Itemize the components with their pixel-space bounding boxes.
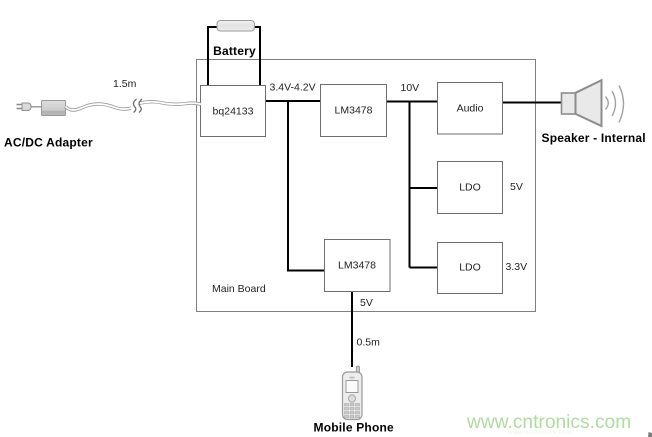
svg-text:10V: 10V: [401, 82, 420, 94]
svg-text:5V: 5V: [510, 181, 523, 193]
svg-text:bq24133: bq24133: [213, 106, 254, 118]
svg-text:LDO: LDO: [459, 262, 481, 274]
svg-text:Mobile Phone: Mobile Phone: [314, 421, 395, 435]
svg-text:www.cntronics.com: www.cntronics.com: [507, 429, 572, 436]
svg-text:0.5m: 0.5m: [357, 337, 381, 349]
svg-text:Audio: Audio: [457, 103, 484, 115]
svg-text:5V: 5V: [360, 297, 373, 309]
svg-text:www.cntronics.com: www.cntronics.com: [466, 412, 631, 433]
svg-text:LDO: LDO: [459, 182, 481, 194]
svg-text:LM3478: LM3478: [335, 105, 373, 117]
svg-text:Main Board: Main Board: [212, 283, 266, 295]
svg-text:1.5m: 1.5m: [113, 78, 137, 90]
svg-text:3.4V-4.2V: 3.4V-4.2V: [270, 82, 316, 94]
svg-text:Battery: Battery: [213, 44, 256, 58]
svg-text:LM3478: LM3478: [338, 260, 376, 272]
svg-text:Speaker - Internal: Speaker - Internal: [542, 131, 646, 145]
svg-text:AC/DC Adapter: AC/DC Adapter: [4, 136, 93, 150]
svg-text:3.3V: 3.3V: [506, 261, 528, 273]
